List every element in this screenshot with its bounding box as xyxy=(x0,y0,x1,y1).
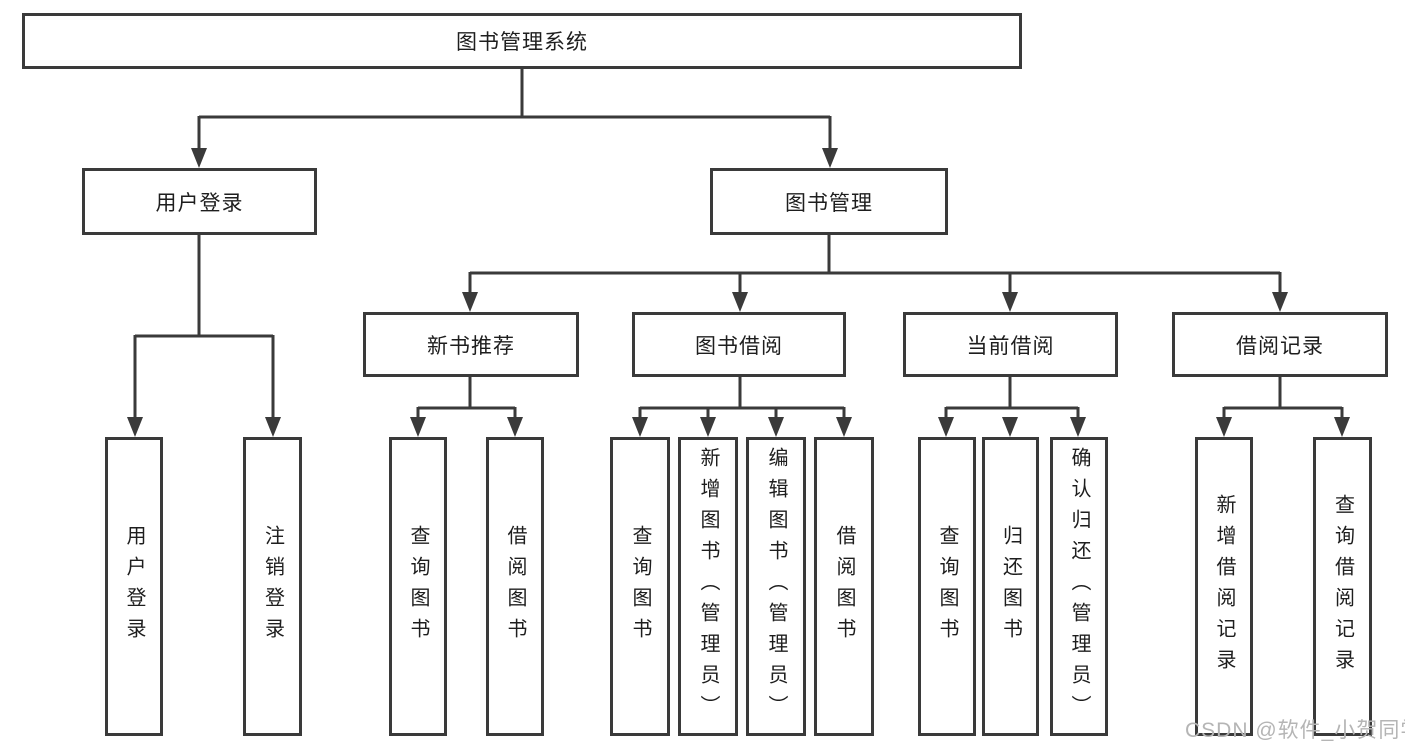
node-book-management: 图书管理 xyxy=(710,168,948,235)
leaf-add-books-admin: 新增图书（管理员） xyxy=(678,437,738,736)
node-borrow-records: 借阅记录 xyxy=(1172,312,1388,377)
leaf-return-books: 归还图书 xyxy=(982,437,1039,736)
leaf-confirm-return-admin: 确认归还（管理员） xyxy=(1050,437,1108,736)
leaf-query-books-current: 查询图书 xyxy=(918,437,976,736)
node-new-book-recommend: 新书推荐 xyxy=(363,312,579,377)
node-current-borrow: 当前借阅 xyxy=(903,312,1118,377)
node-book-borrow: 图书借阅 xyxy=(632,312,846,377)
leaf-query-borrow-record: 查询借阅记录 xyxy=(1313,437,1372,736)
csdn-watermark: CSDN @软件_小贺同学 xyxy=(1185,719,1405,742)
leaf-add-borrow-record: 新增借阅记录 xyxy=(1195,437,1253,736)
node-library-management-system: 图书管理系统 xyxy=(22,13,1022,69)
node-user-login: 用户登录 xyxy=(82,168,317,235)
leaf-borrow-books-recommend: 借阅图书 xyxy=(486,437,544,736)
leaf-logout: 注销登录 xyxy=(243,437,302,736)
leaf-borrow-books: 借阅图书 xyxy=(814,437,874,736)
leaf-edit-books-admin: 编辑图书（管理员） xyxy=(746,437,806,736)
leaf-user-login: 用户登录 xyxy=(105,437,163,736)
leaf-query-books-recommend: 查询图书 xyxy=(389,437,447,736)
leaf-query-books-borrow: 查询图书 xyxy=(610,437,670,736)
